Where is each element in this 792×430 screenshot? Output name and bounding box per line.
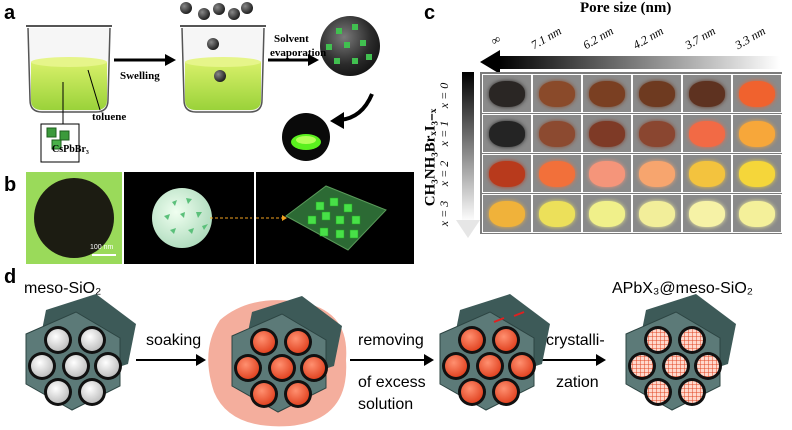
panel-d-illustration [25, 294, 736, 427]
pore-label-4: 3.7 nm [682, 23, 718, 53]
pore-label-2: 6.2 nm [580, 23, 616, 53]
x-label-0: x = 0 [437, 82, 452, 109]
panel-label-b: b [4, 174, 17, 196]
panel-label-c: c [424, 2, 436, 24]
powder-cell [532, 74, 582, 113]
x-label-1: x = 1 [437, 120, 452, 147]
powder-cell [682, 114, 732, 153]
composition-gradient-arrow [462, 72, 474, 222]
solution-label: solution [358, 396, 414, 413]
pore-label-0: ∞ [488, 31, 503, 49]
powder-cell [732, 194, 782, 233]
excess-label: of excess [358, 374, 426, 391]
cube-array-image [256, 172, 414, 264]
powder-cell [632, 114, 682, 153]
mesoporous-structure-icon [25, 294, 136, 411]
powder-cell [682, 154, 732, 193]
powder-cell [582, 194, 632, 233]
panel-label-d: d [4, 266, 17, 288]
powder-cell [582, 154, 632, 193]
beaker-1-icon [26, 25, 112, 113]
powder-cell [682, 74, 732, 113]
apbx3-label: APbX₃@meso-SiO₂ [612, 280, 754, 297]
pore-label-5: 3.3 nm [732, 23, 768, 53]
powder-cell [682, 194, 732, 233]
powder-cell [482, 154, 532, 193]
powder-cell [582, 114, 632, 153]
pore-size-title: Pore size (nm) [580, 0, 672, 16]
scale-bar-label: 100 nm [90, 244, 114, 251]
powder-cell [532, 154, 582, 193]
powder-cell [482, 194, 532, 233]
powder-cell [632, 194, 682, 233]
glowing-sphere-icon [282, 113, 330, 161]
panel-label-a: a [4, 2, 16, 24]
panel-a-illustration [26, 2, 380, 163]
removing-label: removing [358, 332, 424, 349]
powder-cell [482, 114, 532, 153]
loaded-sphere-icon [320, 16, 380, 76]
powder-cell [732, 154, 782, 193]
pore-size-gradient-arrow [498, 56, 780, 69]
mesoporous-structure-icon [625, 294, 736, 411]
meso-sio2-label: meso-SiO₂ [24, 280, 102, 297]
tem-image: 100 nm [26, 172, 122, 264]
pore-label-3: 4.2 nm [630, 23, 666, 53]
powder-cell [532, 114, 582, 153]
evaporation-label: evaporation [270, 47, 327, 59]
toluene-label: toluene [92, 111, 127, 123]
pore-size-arrowhead-icon [480, 50, 500, 74]
mesoporous-structure-icon [231, 296, 342, 413]
soaking-label: soaking [146, 332, 202, 349]
silica-spheres-icon [180, 2, 253, 82]
crystallization-label-a: crystalli- [546, 332, 605, 349]
x-label-3: x = 3 [437, 200, 452, 227]
powder-cell [632, 154, 682, 193]
powder-photo-grid [480, 72, 782, 234]
beaker-2-icon [180, 25, 266, 113]
powder-cell [732, 74, 782, 113]
sphere-model-image [124, 172, 254, 264]
swelling-label: Swelling [120, 70, 160, 82]
cspbbr3-cubes-icon [46, 127, 70, 150]
crystallization-label-b: zation [556, 374, 599, 391]
powder-cell [582, 74, 632, 113]
pore-label-1: 7.1 nm [528, 23, 564, 53]
solvent-label: Solvent [274, 33, 309, 45]
powder-cell [482, 74, 532, 113]
powder-cell [632, 74, 682, 113]
x-label-2: x = 2 [437, 160, 452, 187]
mesoporous-structure-icon [439, 294, 550, 411]
cspbbr3-label: CsPbBr₃ [52, 144, 89, 155]
powder-cell [732, 114, 782, 153]
powder-cell [532, 194, 582, 233]
composition-arrowhead-icon [456, 220, 480, 238]
